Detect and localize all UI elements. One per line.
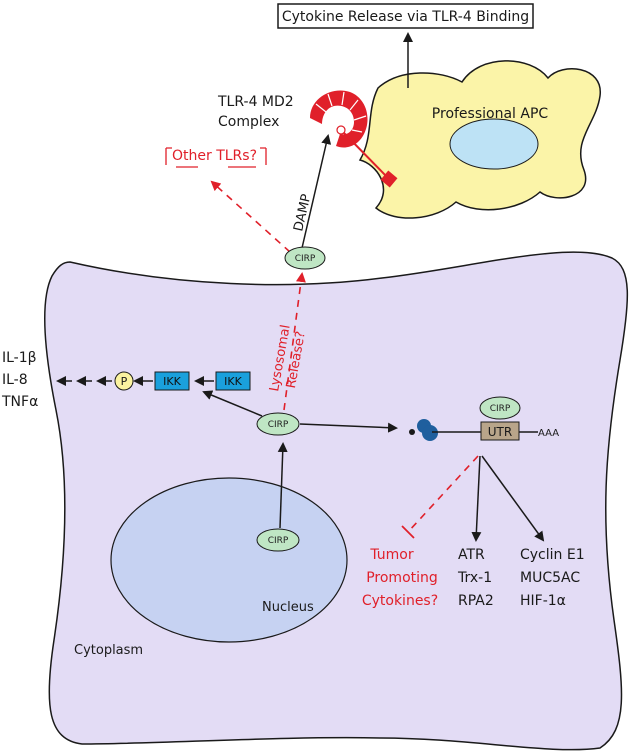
tumor-label-line3: Cytokines? [362, 593, 438, 609]
apc-label: Professional APC [432, 106, 549, 122]
cirp-nucleus [256, 528, 300, 552]
cytoplasm-label: Cytoplasm [74, 643, 143, 658]
cirp-extracellular [284, 246, 326, 270]
other-tlrs-dashed-arrow [210, 180, 291, 253]
ikk-box-right [215, 371, 251, 391]
target-hif1a: HIF-1α [520, 593, 566, 609]
nucleus-label: Nucleus [262, 600, 314, 615]
other-tlrs-bracket [165, 147, 267, 168]
cirp-to-ikk-arrow [202, 390, 263, 417]
cell-membrane [44, 251, 629, 751]
cirp-on-utr [479, 396, 521, 420]
cirp-to-mrna-arrow [299, 422, 398, 433]
cytokine-tnfa: TNFα [1, 394, 38, 410]
damp-arrow [301, 134, 332, 249]
targets-arrow-1 [471, 455, 482, 542]
cytokine-il8: IL-8 [2, 372, 28, 388]
tlr4-receptor-icon [310, 90, 398, 188]
cirp-extracellular-label: CIRP [295, 254, 316, 264]
tumor-label-line1: Tumor [369, 547, 414, 563]
ribosome-icon [409, 419, 438, 441]
utr-label: UTR [488, 425, 512, 439]
phosphate-label: P [121, 375, 128, 388]
utr-box [480, 421, 520, 441]
cirp-nucleus-label: CIRP [268, 536, 289, 546]
poly-a-label: AAA [538, 428, 559, 439]
title-text: Cytokine Release via TLR-4 Binding [282, 9, 529, 25]
ikk-label-left: IKK [163, 375, 181, 388]
ikk-label-right: IKK [224, 375, 242, 388]
cirp-cytoplasm [256, 412, 300, 436]
tlr4-label-line1: TLR-4 MD2 [217, 94, 294, 110]
cirp-cytoplasm-label: CIRP [268, 420, 289, 430]
tumor-inhibit-bar [401, 525, 415, 539]
targets-arrow-2 [481, 455, 545, 542]
tumor-inhibit-line [407, 455, 479, 533]
export-arrow [277, 442, 288, 529]
other-tlrs-label: Other TLRs? [172, 148, 257, 164]
target-cyclin-e1: Cyclin E1 [520, 547, 585, 563]
lysosomal-release-arrow [283, 272, 306, 411]
target-atr: ATR [458, 547, 485, 563]
target-trx1: Trx-1 [457, 570, 492, 586]
apc-nucleus [449, 118, 539, 170]
tlr4-label-line2: Complex [218, 114, 279, 130]
nucleus [110, 477, 348, 643]
cytokine-il1b: IL-1β [2, 350, 37, 366]
target-rpa2: RPA2 [458, 593, 494, 609]
cirp-on-utr-label: CIRP [490, 404, 511, 414]
phosphate-circle [114, 371, 134, 391]
title-box [277, 3, 534, 29]
ikk-box-left [154, 371, 190, 391]
tumor-label-line2: Promoting [366, 570, 438, 586]
target-muc5ac: MUC5AC [520, 570, 580, 586]
